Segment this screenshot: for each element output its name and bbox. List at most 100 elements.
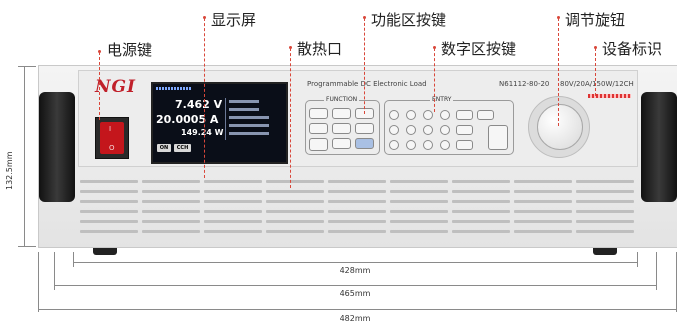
- vent-slot: [452, 230, 510, 233]
- leader-function-keys: [364, 18, 365, 114]
- esc-key[interactable]: [456, 125, 473, 135]
- display-screen: 7.462 V 20.0005 A 149.24 W ON CCH: [151, 82, 288, 164]
- function-key-blue[interactable]: [355, 138, 374, 149]
- vent-slot: [266, 210, 324, 213]
- number-key[interactable]: [440, 140, 450, 150]
- right-handle: [641, 92, 677, 202]
- current-readout: 20.0005 A: [156, 113, 219, 126]
- height-dim-line: [24, 66, 25, 246]
- leader-dot: [363, 16, 366, 19]
- adjust-knob[interactable]: [537, 104, 583, 150]
- dim-tick: [656, 252, 657, 290]
- lcd-divider: [225, 98, 226, 140]
- dim-tick: [54, 252, 55, 290]
- on-off-key[interactable]: [456, 140, 473, 150]
- device-label-strip: [588, 94, 631, 98]
- leader-power-key: [99, 52, 100, 120]
- width-dim-label-2: 465mm: [339, 289, 371, 298]
- number-key[interactable]: [406, 125, 416, 135]
- width-dim-label-3: 482mm: [339, 314, 371, 323]
- number-key[interactable]: [440, 110, 450, 120]
- left-handle: [39, 92, 75, 202]
- vent-slot: [142, 180, 200, 183]
- vent-slot: [452, 220, 510, 223]
- callout-knob: 调节旋钮: [565, 11, 626, 29]
- callout-device-label: 设备标识: [602, 40, 663, 58]
- number-key[interactable]: [389, 110, 399, 120]
- arrow-right-key[interactable]: [477, 110, 494, 120]
- number-key[interactable]: [406, 110, 416, 120]
- leader-dot: [557, 16, 560, 19]
- vent-slot: [204, 210, 262, 213]
- lcd-ch-button: CCH: [174, 144, 191, 152]
- power-on-mark: I: [109, 125, 112, 133]
- leader-dot: [433, 46, 436, 49]
- leader-dot: [98, 50, 101, 53]
- power-readout: 149.24 W: [181, 128, 224, 137]
- vent-slot: [576, 190, 634, 193]
- vent-slot: [328, 210, 386, 213]
- function-key-prot[interactable]: [309, 138, 328, 151]
- arrow-left-key[interactable]: [456, 110, 473, 120]
- vent-slot: [328, 180, 386, 183]
- enter-key[interactable]: [488, 125, 508, 150]
- foot-left: [93, 248, 117, 255]
- vent-slot: [80, 230, 138, 233]
- vent-slot: [452, 200, 510, 203]
- width-dim-line-2: [54, 285, 656, 286]
- dim-tick: [38, 252, 39, 312]
- vent-slot: [328, 200, 386, 203]
- leader-dot: [289, 46, 292, 49]
- function-key-menu[interactable]: [355, 123, 374, 134]
- callout-power-key: 电源键: [107, 41, 153, 59]
- vent-slot: [328, 190, 386, 193]
- lcd-param-line: [229, 108, 259, 111]
- function-key-lock[interactable]: [332, 138, 351, 149]
- model-spec: 80V/20A/150W/12CH: [560, 80, 634, 88]
- foot-right: [593, 248, 617, 255]
- lcd-status-bar: [156, 87, 191, 90]
- vent-slot: [204, 190, 262, 193]
- entry-key-group: ENTRY: [384, 96, 514, 155]
- vent-slot: [576, 200, 634, 203]
- vent-slot: [514, 200, 572, 203]
- lcd-on-button: ON: [157, 144, 171, 152]
- number-key[interactable]: [423, 125, 433, 135]
- model-number: N61112-80-20: [499, 80, 550, 88]
- vent-slot: [328, 230, 386, 233]
- number-key[interactable]: [406, 140, 416, 150]
- height-dim-bottom: [18, 246, 36, 247]
- vent-slot: [142, 190, 200, 193]
- vent-slot: [142, 220, 200, 223]
- function-key-cp[interactable]: [332, 123, 351, 134]
- function-key-cr[interactable]: [309, 123, 328, 134]
- lcd-param-line: [229, 100, 259, 103]
- model-title: Programmable DC Electronic Load: [307, 80, 427, 88]
- number-key[interactable]: [423, 110, 433, 120]
- power-off-mark: O: [109, 144, 115, 152]
- number-key[interactable]: [423, 140, 433, 150]
- leader-vent: [290, 48, 291, 188]
- voltage-readout: 7.462 V: [175, 98, 223, 111]
- vent-slot: [390, 200, 448, 203]
- function-key-cc[interactable]: [309, 108, 328, 119]
- number-key[interactable]: [389, 140, 399, 150]
- power-switch[interactable]: I O: [100, 122, 124, 154]
- number-key[interactable]: [389, 125, 399, 135]
- function-key-cv[interactable]: [332, 108, 351, 119]
- leader-device-label: [595, 48, 596, 96]
- width-dim-label-1: 428mm: [339, 266, 371, 275]
- lcd-param-line: [229, 124, 269, 127]
- vent-slot: [390, 180, 448, 183]
- height-dim-top: [18, 66, 36, 67]
- callout-display: 显示屏: [211, 11, 257, 29]
- callout-number-keys: 数字区按键: [441, 40, 517, 58]
- width-dim-line-3: [38, 309, 676, 310]
- vent-slot: [390, 230, 448, 233]
- callout-vent: 散热口: [297, 40, 343, 58]
- vent-slot: [266, 200, 324, 203]
- leader-knob: [558, 18, 559, 126]
- number-key[interactable]: [440, 125, 450, 135]
- vent-slot: [266, 190, 324, 193]
- entry-label: ENTRY: [430, 96, 454, 103]
